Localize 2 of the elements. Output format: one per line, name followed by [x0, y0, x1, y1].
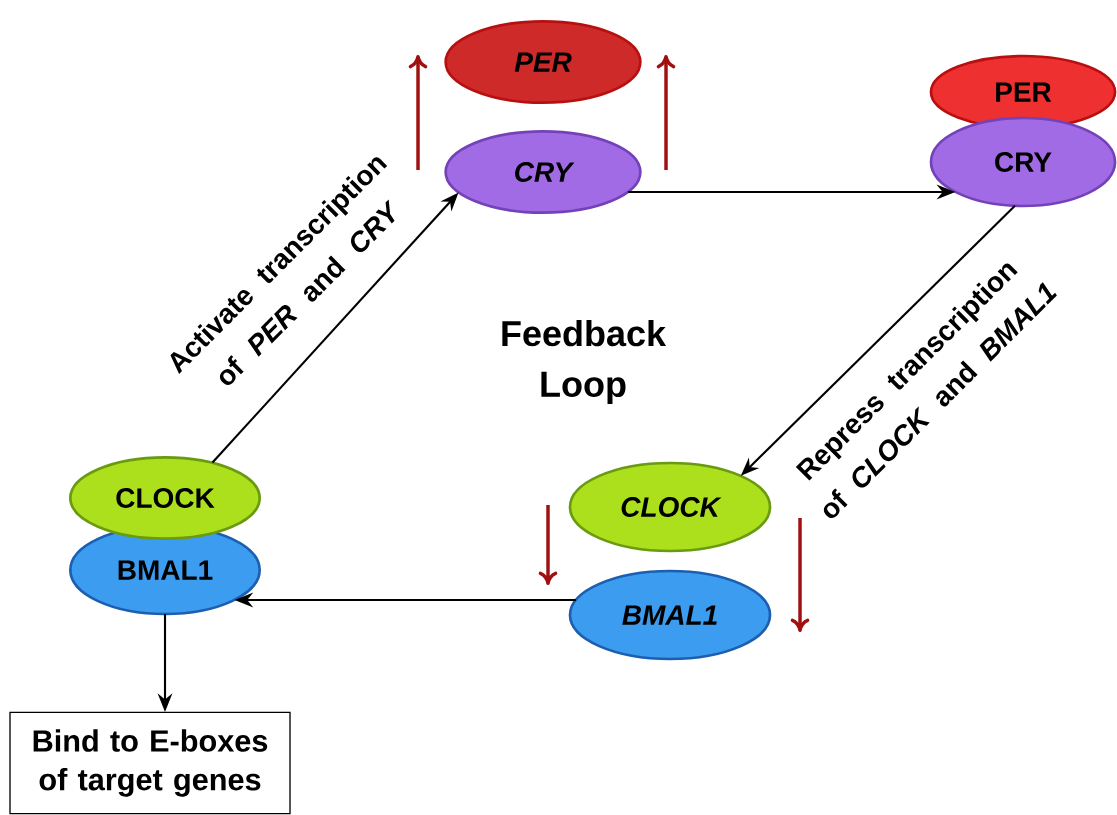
text-box: Bind to E-boxes of target genes: [9, 711, 291, 815]
center-label: Feedback Loop: [502, 319, 667, 405]
